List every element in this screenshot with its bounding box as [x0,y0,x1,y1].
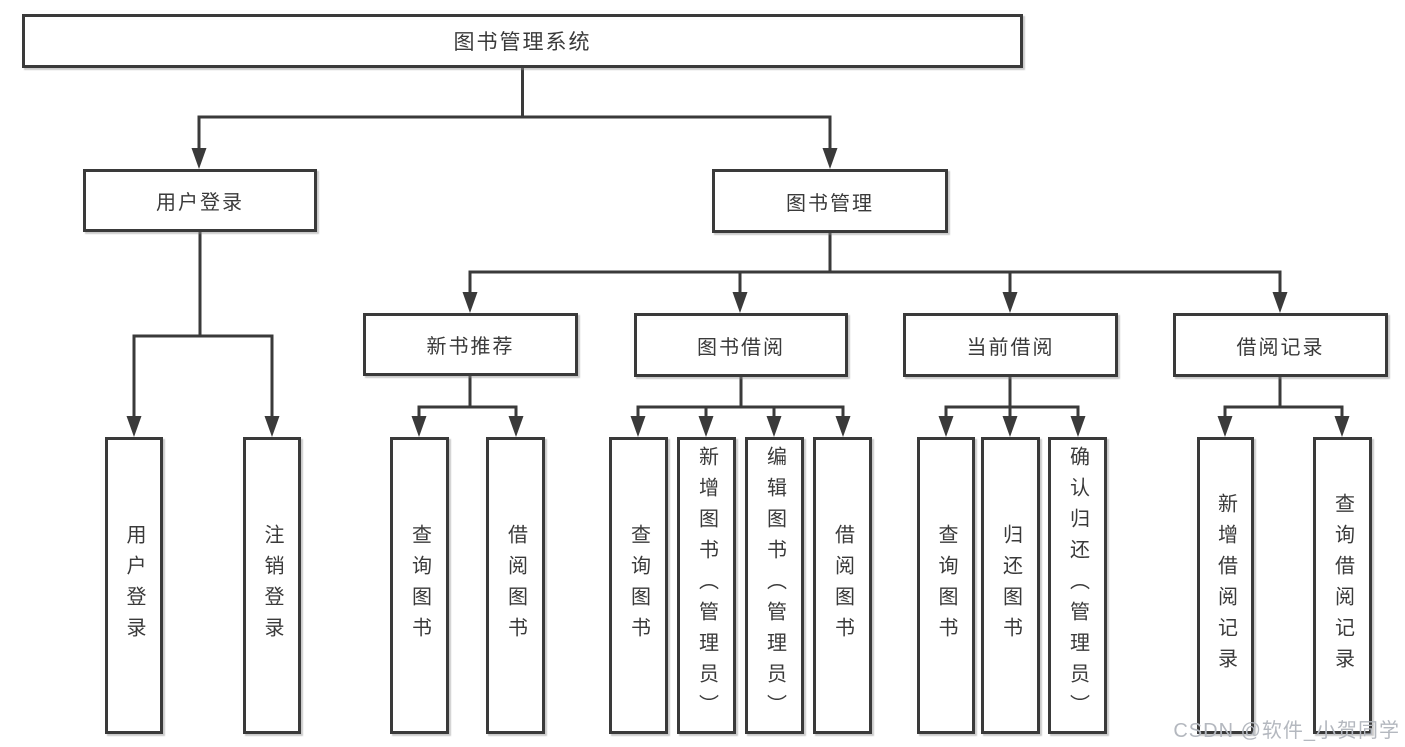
leaf-add-books-admin-label: 新增图书（管理员） [695,446,718,725]
node-current-borrow: 当前借阅 [903,313,1118,377]
leaf-query-books-3-label: 查询图书 [935,523,957,648]
leaf-return-books-label: 归还图书 [999,523,1022,648]
leaf-edit-books-admin-label: 编辑图书（管理员） [763,446,786,725]
leaf-return-books: 归还图书 [981,437,1040,734]
leaf-query-borrow-record-label: 查询借阅记录 [1331,492,1354,679]
node-new-book-recommend-label: 新书推荐 [426,336,515,358]
leaf-borrow-books-1-label: 借阅图书 [504,523,527,648]
node-book-borrow: 图书借阅 [634,313,848,377]
leaf-confirm-return-admin-label: 确认归还（管理员） [1066,446,1089,725]
node-root-label: 图书管理系统 [453,31,592,54]
leaf-add-borrow-record: 新增借阅记录 [1197,437,1254,734]
leaf-logout-label: 注销登录 [261,523,283,648]
node-root: 图书管理系统 [22,14,1023,68]
leaf-confirm-return-admin: 确认归还（管理员） [1048,437,1107,734]
leaf-add-books-admin: 新增图书（管理员） [677,437,736,734]
leaf-edit-books-admin: 编辑图书（管理员） [745,437,804,734]
node-new-book-recommend: 新书推荐 [363,313,578,376]
node-book-management-label: 图书管理 [786,192,874,215]
leaf-user-login: 用户登录 [105,437,163,734]
leaf-user-login-label: 用户登录 [123,523,145,648]
node-book-borrow-label: 图书借阅 [697,336,785,359]
leaf-add-borrow-record-label: 新增借阅记录 [1214,492,1237,679]
leaf-borrow-books-2-label: 借阅图书 [831,523,854,648]
node-user-login: 用户登录 [83,169,317,232]
leaf-borrow-books-1: 借阅图书 [486,437,545,734]
leaf-query-books-1: 查询图书 [390,437,449,734]
leaf-query-books-1-label: 查询图书 [408,523,431,648]
node-book-management: 图书管理 [712,169,948,233]
node-borrow-records: 借阅记录 [1173,313,1388,377]
node-user-login-label: 用户登录 [156,192,244,214]
node-borrow-records-label: 借阅记录 [1236,336,1325,359]
leaf-query-books-3: 查询图书 [917,437,975,734]
leaf-logout: 注销登录 [243,437,301,734]
csdn-watermark: CSDN @软件_小贺同学 [1173,720,1400,742]
node-current-borrow-label: 当前借阅 [966,336,1055,359]
leaf-borrow-books-2: 借阅图书 [813,437,872,734]
leaf-query-borrow-record: 查询借阅记录 [1313,437,1372,734]
leaf-query-books-2: 查询图书 [609,437,668,734]
leaf-query-books-2-label: 查询图书 [627,523,650,648]
